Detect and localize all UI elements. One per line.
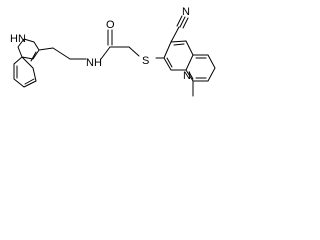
nitrile-bond [170,26,180,43]
nitrile-triple-bond [179,16,186,28]
amide-nh-label: NH [86,57,102,69]
quinoline-double-bond [173,43,185,46]
indole-double-bond [30,51,37,62]
indole-pyrrole-bond [17,38,40,60]
quinoline-nitrogen-label: N [183,70,191,82]
amide-bond [100,46,111,60]
nitrile-nitrogen-label: N [182,6,190,18]
quinoline-pyridine-bond [163,40,194,71]
quinoline-benzene-bond [185,54,216,82]
indole-ring [13,38,40,88]
substituents [170,15,194,97]
indole-double-bond [24,78,35,85]
methylene-sulfur-bond [128,46,140,57]
ethyl-linker [38,47,87,60]
linker-bond [38,47,54,51]
chemical-structure: HN NH O S N N [10,6,216,97]
carbonyl-oxygen-label: O [106,19,115,31]
indole-nh-label: HN [10,33,26,45]
linker-bond [52,47,71,60]
nitrile-triple-bond [182,17,189,29]
amide-chain [100,29,165,60]
indole-benzene-bond [13,56,37,88]
structure-canvas: HN NH O S N N [0,0,223,125]
sulfur-label: S [142,55,149,67]
quinoline-double-bond [188,71,194,80]
quinoline-double-bond [166,57,173,68]
nitrile-triple-bond [176,15,183,27]
